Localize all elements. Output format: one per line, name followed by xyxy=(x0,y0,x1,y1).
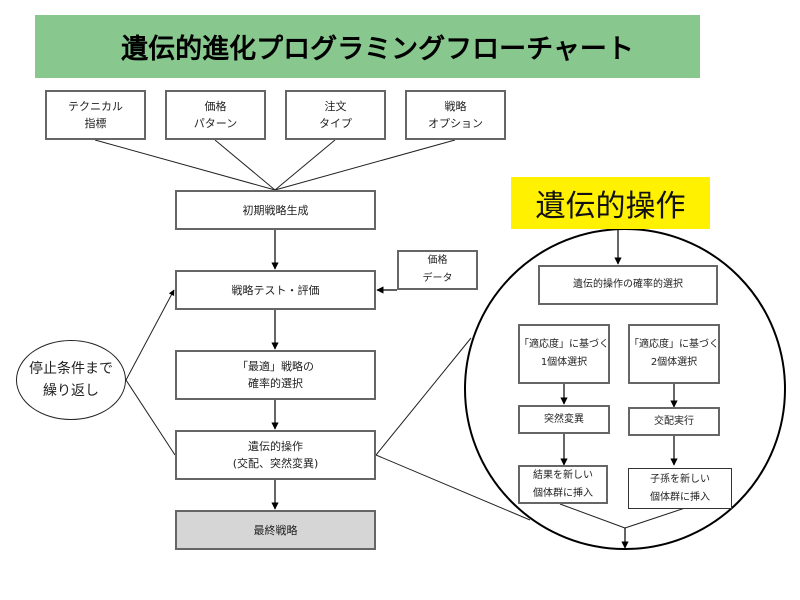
box-label: 交配実行 xyxy=(654,415,694,427)
box-label: 確率的選択 xyxy=(248,377,303,390)
input-label: 戦略 xyxy=(444,100,467,113)
input-box-strategy-options: 戦略 オプション xyxy=(405,90,506,140)
input-box-technical-indicators: テクニカル 指標 xyxy=(45,90,146,140)
loop-return-arrow xyxy=(125,289,175,381)
genetic-op-selection-box: 遺伝的操作の確率的選択 xyxy=(538,265,718,305)
insert-result-box: 結果を新しい 個体群に挿入 xyxy=(518,465,608,504)
input-connector xyxy=(274,139,456,191)
input-label: 指標 xyxy=(84,117,107,130)
optimal-selection-box: 「最適」戦略の 確率的選択 xyxy=(175,350,376,400)
input-label: 価格 xyxy=(204,100,227,113)
box-label: 戦略テスト・評価 xyxy=(231,283,320,297)
loop-line xyxy=(125,379,176,456)
loop-label: 繰り返し xyxy=(43,383,99,399)
box-label: 子孫を新しい xyxy=(650,473,710,485)
input-box-price-patterns: 価格 パターン xyxy=(165,90,266,140)
final-strategy-box: 最終戦略 xyxy=(175,510,376,550)
crossover-box: 交配実行 xyxy=(628,407,720,436)
box-label: (交配、突然変異) xyxy=(232,457,319,470)
insert-offspring-box: 子孫を新しい 個体群に挿入 xyxy=(628,468,732,509)
merge-line xyxy=(624,507,686,529)
input-connector xyxy=(94,139,276,191)
box-label: 個体群に挿入 xyxy=(533,487,593,499)
box-label: 「適応度」に基づく xyxy=(629,339,719,350)
box-label: 突然変異 xyxy=(544,413,584,425)
zoom-line xyxy=(375,337,472,456)
page-title: 遺伝的進化プログラミングフローチャート xyxy=(121,34,634,65)
merge-line xyxy=(559,503,626,529)
box-label: 初期戦略生成 xyxy=(242,203,309,217)
box-label: 最終戦略 xyxy=(253,523,298,537)
box-label: 結果を新しい xyxy=(533,469,593,481)
box-label: 個体群に挿入 xyxy=(650,491,710,503)
genetic-ops-circle xyxy=(464,228,786,550)
input-label: タイプ xyxy=(319,117,352,130)
fitness-select-one-box: 「適応度」に基づく 1個体選択 xyxy=(518,324,610,384)
input-label: パターン xyxy=(193,117,238,130)
input-box-order-types: 注文 タイプ xyxy=(285,90,386,140)
input-label: オプション xyxy=(428,117,483,130)
input-connector xyxy=(274,139,336,191)
zoom-line xyxy=(375,454,531,521)
box-label: 1個体選択 xyxy=(540,357,588,368)
input-label: テクニカル xyxy=(68,100,123,113)
box-label: 価格 xyxy=(427,255,448,266)
input-label: 注文 xyxy=(324,100,347,113)
strategy-test-box: 戦略テスト・評価 xyxy=(175,270,376,310)
genetic-ops-label: 遺伝的操作 xyxy=(511,177,710,229)
box-label: 遺伝的操作 xyxy=(248,440,303,453)
box-label: 「最適」戦略の xyxy=(237,360,314,373)
box-label: 「適応度」に基づく xyxy=(519,339,609,350)
box-label: データ xyxy=(422,273,453,284)
initial-strategy-box: 初期戦略生成 xyxy=(175,190,376,230)
input-connector xyxy=(214,139,276,191)
repeat-until-stop-ellipse: 停止条件まで 繰り返し xyxy=(16,340,126,420)
mutation-box: 突然変異 xyxy=(518,405,610,434)
genetic-ops-label-text: 遺伝的操作 xyxy=(535,189,686,224)
loop-label: 停止条件まで xyxy=(29,361,113,377)
price-data-box: 価格 データ xyxy=(397,250,478,290)
box-label: 2個体選択 xyxy=(650,357,698,368)
box-label: 遺伝的操作の確率的選択 xyxy=(573,279,683,290)
fitness-select-two-box: 「適応度」に基づく 2個体選択 xyxy=(628,324,720,384)
title-banner: 遺伝的進化プログラミングフローチャート xyxy=(35,15,700,78)
genetic-operation-box: 遺伝的操作 (交配、突然変異) xyxy=(175,430,376,480)
